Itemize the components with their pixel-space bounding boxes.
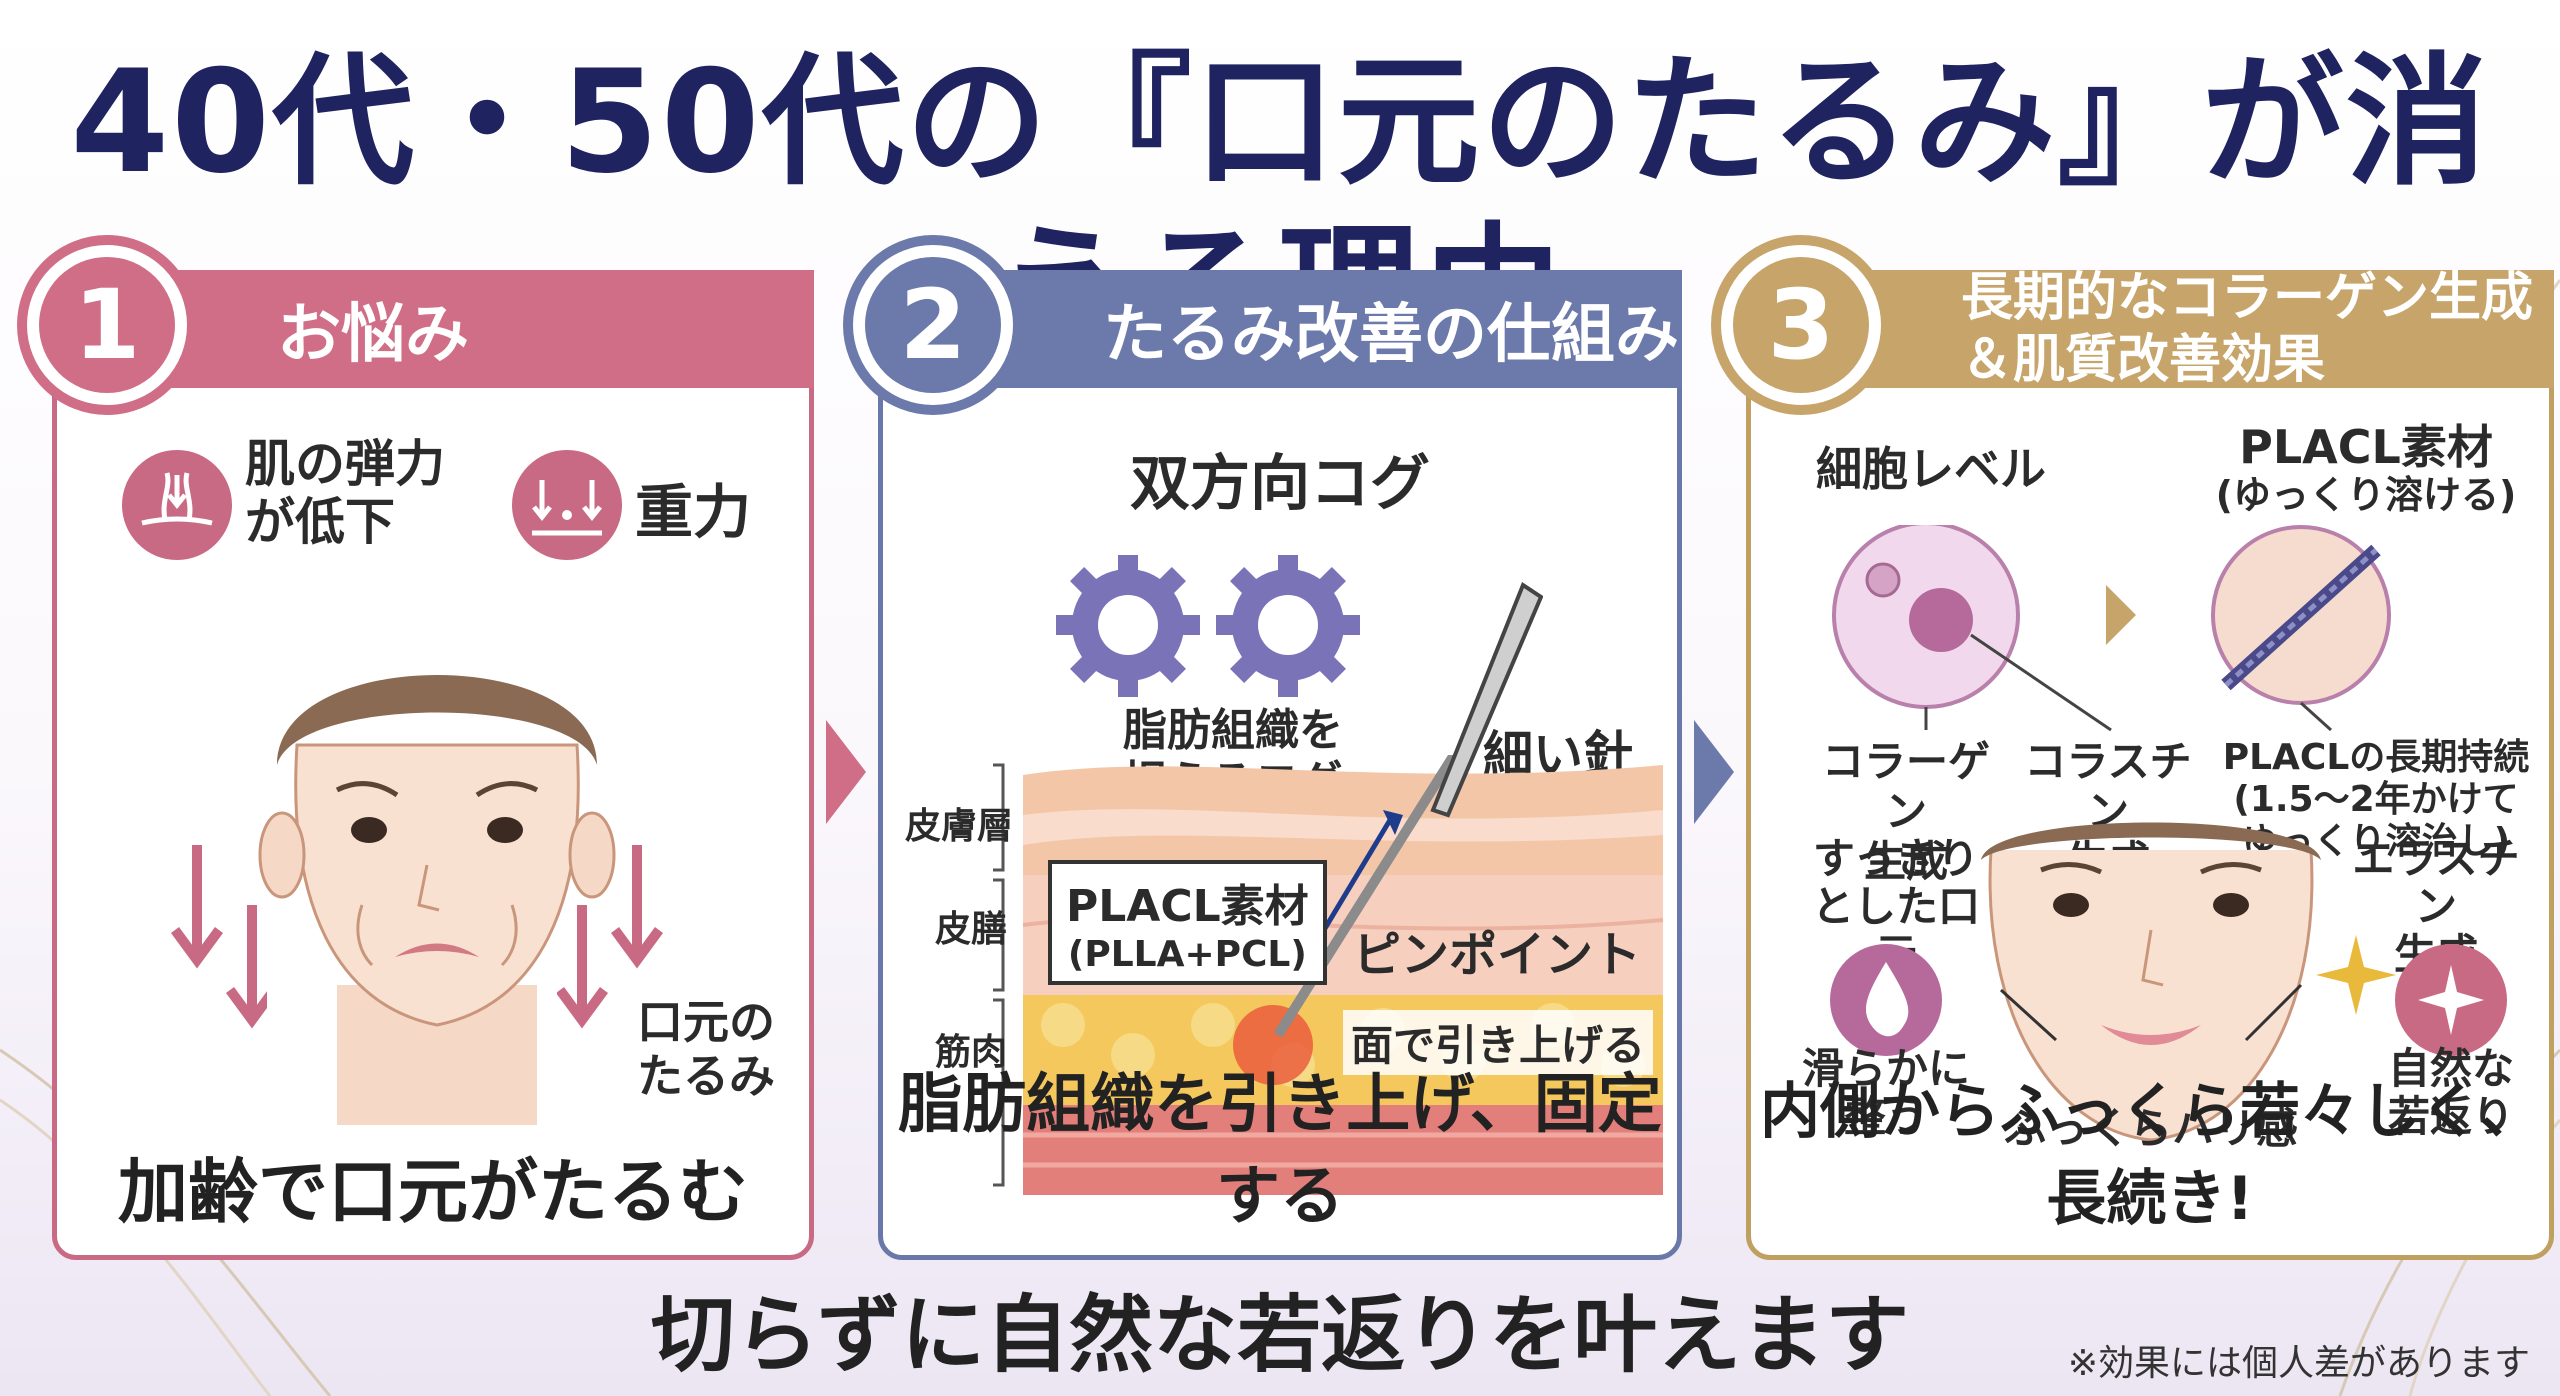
smooth-label: 滑らかに整う: [1801, 1044, 1970, 1141]
step-number: 3: [1733, 257, 1869, 393]
step-number-badge: 1: [17, 235, 197, 415]
collagen-label: コラーゲン生成: [1821, 737, 1990, 886]
sagging-face-illustration: [258, 675, 616, 1125]
sparkle-icon: [2395, 944, 2507, 1056]
step-number: 2: [865, 257, 1001, 393]
step-number-badge: 3: [1711, 235, 1891, 415]
sparkle-icon: [2316, 935, 2396, 1015]
panel-mechanism: たるみ改善の仕組み 2 双方向コグ 脂肪組織を捉えるコグ 細い針: [843, 235, 1682, 1260]
panel-header: 長期的なコラーゲン生成＆肌質改善効果: [1811, 268, 2554, 390]
mouth-sagging-label: 口元のたるみ: [637, 995, 775, 1103]
layer-label: 筋肉: [935, 1032, 1008, 1073]
gravity-icon: [512, 450, 622, 560]
material-callout: PLACL素材 (PLLA+PCL): [1048, 860, 1327, 985]
step-number-badge: 2: [843, 235, 1023, 415]
disclaimer: ※効果には個人差があります: [2067, 1343, 2530, 1384]
pinpoint-label: ピンポイント: [1353, 927, 1642, 983]
cell-level-label: 細胞レベル: [1816, 442, 2046, 496]
footer-message: 切らずに自然な若返りを叶えます: [650, 1286, 1910, 1384]
layer-label: 皮膳: [935, 909, 1008, 950]
skin-elasticity-icon: [122, 450, 232, 560]
elastin-label: エラスチン生成: [2352, 834, 2520, 979]
panel-header: お悩み: [117, 270, 814, 388]
panel-caption: 加齢で口元がたるむ: [118, 1151, 748, 1233]
down-arrow-icon: [170, 845, 267, 1029]
droplet-icon: [1830, 944, 1942, 1056]
smiling-face-illustration: [1981, 822, 2321, 1142]
panel-heading: 長期的なコラーゲン生成＆肌質改善効果: [1961, 268, 2534, 390]
step-number: 1: [39, 257, 175, 393]
step-arrow-icon: [826, 720, 866, 824]
cell-diagram: [1832, 525, 2391, 732]
panel-header: たるみ改善の仕組み: [943, 270, 1682, 388]
panel-concern: お悩み 1 肌の弾力が低下 重力: [17, 235, 814, 1260]
material-label: PLACL素材 (ゆっくり溶ける): [2215, 420, 2517, 517]
step-arrow-icon: [1694, 720, 1734, 824]
down-arrow-icon: [557, 845, 664, 1029]
layer-label: 皮膚層: [905, 806, 1014, 847]
panel-heading: たるみ改善の仕組み: [1103, 298, 1679, 372]
elasticity-label: 肌の弾力が低下: [245, 435, 445, 551]
gear-icon: [1056, 555, 1360, 697]
panel-caption: 内側からふっくら若々しく、長続き!: [1760, 1077, 2540, 1234]
panel-heading: お悩み: [277, 298, 469, 372]
lift-label: 面で引き上げる: [1343, 1010, 1654, 1075]
plump-label: ふっくらハリ感: [2003, 1104, 2298, 1153]
needle-icon: [1430, 581, 1543, 818]
panel-caption: 脂肪組織を引き上げ、固定する: [898, 1068, 1662, 1234]
natural-rejuvenation-label: 自然な若返り: [2387, 1044, 2514, 1141]
cog-subtitle: 双方向コグ: [1130, 449, 1430, 519]
gravity-label: 重力: [635, 478, 752, 546]
panel-effects: 長期的なコラーゲン生成＆肌質改善効果 3 細胞レベル PLACL素材 (ゆっくり…: [1711, 235, 2554, 1260]
